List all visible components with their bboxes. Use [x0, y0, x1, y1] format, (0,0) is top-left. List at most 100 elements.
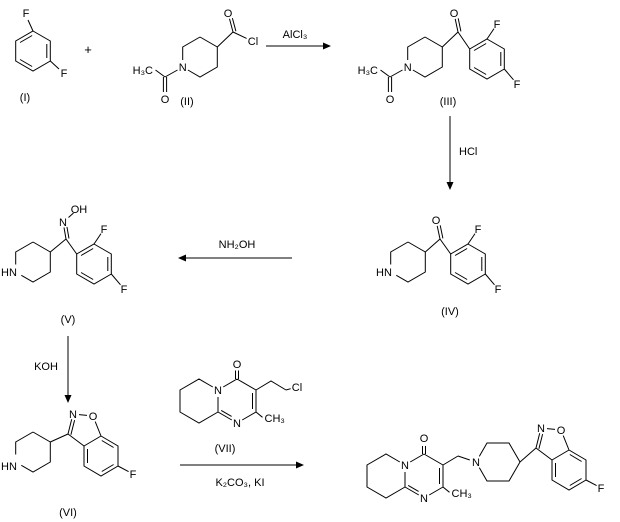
arrowhead: [296, 461, 304, 469]
acetyl-bonds: [155, 69, 178, 92]
compound-iv-structure: HN O F F (IV): [376, 215, 502, 318]
oxygen-label: O: [557, 425, 566, 437]
ketone-bonds: [424, 225, 452, 255]
nitrogen-label: N: [69, 409, 77, 421]
benzene-ring: [76, 243, 112, 285]
arrowhead: [446, 182, 454, 190]
aromatic-double-bonds: [473, 43, 502, 75]
oxygen-label: O: [161, 94, 170, 106]
chloroethyl-bonds: [255, 380, 291, 391]
compound-number: (V): [61, 314, 76, 326]
piperidine-ring: [15, 241, 51, 283]
chlorine-label: Cl: [292, 382, 302, 394]
nitrogen-label: N: [179, 62, 187, 74]
oxygen-label: O: [89, 411, 98, 423]
oxygen-label: O: [432, 215, 441, 227]
compound-number: (VII): [215, 443, 236, 455]
pyrimidinone-ring: [217, 378, 257, 421]
benzene-ring: [15, 30, 51, 72]
nitrogen-label: N: [420, 493, 428, 505]
saturated-ring: [179, 378, 219, 424]
nh-label: HN: [1, 461, 17, 473]
benzene-ring: [83, 435, 119, 477]
nh-label: HN: [1, 267, 17, 279]
compound-vii-structure: N N O CH₃ Cl (VII): [179, 359, 302, 455]
nitrogen-label: N: [59, 217, 67, 229]
saturated-ring: [366, 453, 406, 499]
methyl-label: CH₃: [452, 488, 472, 500]
benzene-ring: [469, 38, 505, 80]
reaction-arrow-step2: HCl: [446, 116, 477, 190]
oxime-bonds: [49, 212, 78, 255]
aromatic-double-bonds: [19, 35, 48, 67]
piperidine-ring: [15, 431, 51, 473]
acetyl-bonds: [380, 69, 403, 92]
fluorine-bonds: [467, 233, 495, 286]
compound-ii-structure: N O H₃C O Cl (II): [133, 8, 259, 108]
reagent-label: AlCl₃: [283, 29, 308, 41]
reaction-arrow-step5: K₂CO₃, KI: [180, 461, 304, 489]
ketone-bonds: [441, 18, 471, 50]
reagent-label: HCl: [459, 146, 477, 158]
product-structure: N N O CH₃ N N O F: [366, 423, 605, 505]
benzene-ring: [551, 449, 587, 491]
methyl-bond: [442, 486, 450, 493]
compound-v-structure: HN N OH F F (V): [1, 204, 128, 326]
oxygen-label: O: [420, 433, 429, 445]
piperidine-ring: [390, 241, 426, 283]
fluorine-bond: [117, 465, 129, 473]
compound-number: (IV): [441, 306, 459, 318]
fluorine-label: F: [495, 284, 502, 296]
substituent-bonds: [27, 19, 60, 70]
fluorine-label: F: [494, 19, 501, 31]
reaction-arrow-step3: NH₂OH: [178, 239, 292, 262]
methyl-bond: [255, 411, 263, 418]
aromatic-double-bonds: [454, 248, 483, 280]
compound-number: (II): [180, 96, 193, 108]
carbonyl-bonds: [235, 370, 239, 379]
methyl-label: H₃C: [358, 65, 378, 77]
isoxazole-ring-bonds: [50, 414, 102, 447]
fluorine-label: F: [514, 79, 521, 91]
reagent-label: KOH: [34, 361, 58, 373]
arrowhead: [178, 254, 186, 262]
pyrimidinone-ring: [404, 453, 444, 496]
fluorine-label: F: [130, 469, 137, 481]
nitrogen-label: N: [472, 457, 480, 469]
reaction-arrow-step1: AlCl₃: [266, 29, 331, 50]
oxygen-label: O: [386, 94, 395, 106]
methyl-label: CH₃: [265, 413, 285, 425]
fluorine-label: F: [475, 224, 482, 236]
fluorine-label: F: [598, 483, 605, 495]
compound-vi-structure: HN N O F (VI): [1, 409, 137, 519]
chlorine-label: Cl: [248, 36, 258, 48]
fluorine-label: F: [61, 68, 68, 80]
plus-sign: +: [84, 42, 92, 57]
fluorine-label: F: [101, 224, 108, 236]
fluorine-label: F: [121, 284, 128, 296]
piperidine-ring: [478, 442, 521, 482]
reaction-arrow-step4: KOH: [34, 336, 72, 403]
aromatic-double-bonds: [87, 440, 114, 472]
isoxazole-ring-bonds: [519, 428, 570, 463]
oxygen-label: O: [224, 8, 233, 20]
methyl-label: H₃C: [133, 65, 153, 77]
compound-number: (III): [440, 96, 457, 108]
fluorine-label: F: [23, 8, 30, 20]
piperidine-ring: [407, 36, 443, 78]
fluorine-bonds: [93, 233, 121, 286]
piperidine-ring: [182, 36, 218, 78]
reagent-label: NH₂OH: [219, 239, 256, 251]
arrowhead: [323, 42, 331, 50]
carbonyl-bonds: [422, 446, 426, 454]
compound-i-structure: F F (I): [15, 8, 68, 104]
hydroxyl-label: OH: [71, 204, 88, 216]
nitrogen-label: N: [537, 423, 545, 435]
reagent-label: K₂CO₃, KI: [215, 477, 264, 489]
arrowhead: [64, 395, 72, 403]
compound-number: (VI): [59, 507, 77, 519]
fluorine-bond: [585, 479, 597, 487]
aromatic-double-bonds: [80, 248, 109, 280]
